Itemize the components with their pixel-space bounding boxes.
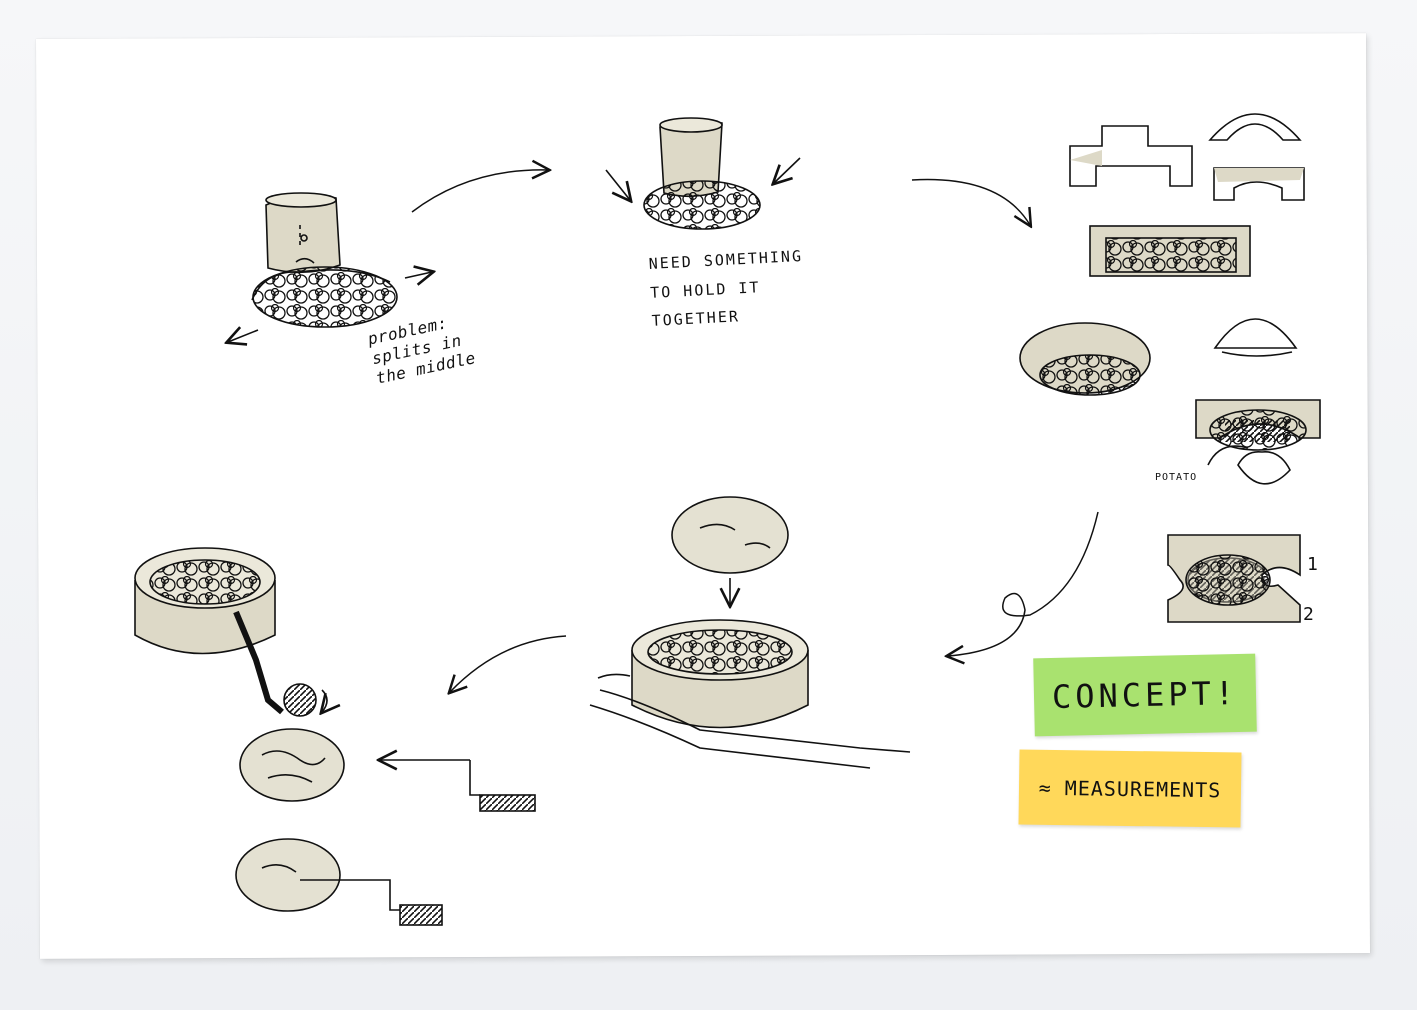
sticky-note-concept: CONCEPT! <box>1033 653 1257 737</box>
sticky-note-measurements-text: ≈ MEASUREMENTS <box>1038 775 1222 802</box>
flow-arrow-3 <box>948 511 1099 656</box>
sticky-note-measurements: ≈ MEASUREMENTS <box>1018 749 1242 828</box>
annotation-step-two: 2 <box>1303 604 1314 625</box>
sketch-ring-crank <box>134 547 536 926</box>
sketch-cylinder-press <box>605 117 801 230</box>
annotation-step-one: 1 <box>1307 554 1318 575</box>
sketch-mould-parts <box>1019 113 1321 623</box>
sticky-note-concept-text: CONCEPT! <box>1051 674 1239 716</box>
flow-arrow-2 <box>911 178 1030 225</box>
annotation-potato: POTATO <box>1155 472 1198 483</box>
sketch-ring-in-hand <box>589 496 911 769</box>
sketch-cylinder-split <box>228 192 432 342</box>
flow-arrow-1 <box>411 170 548 213</box>
flow-arrow-4 <box>450 635 567 692</box>
annotation-need-something: NEED SOMETHING TO HOLD IT TOGETHER <box>648 246 804 330</box>
